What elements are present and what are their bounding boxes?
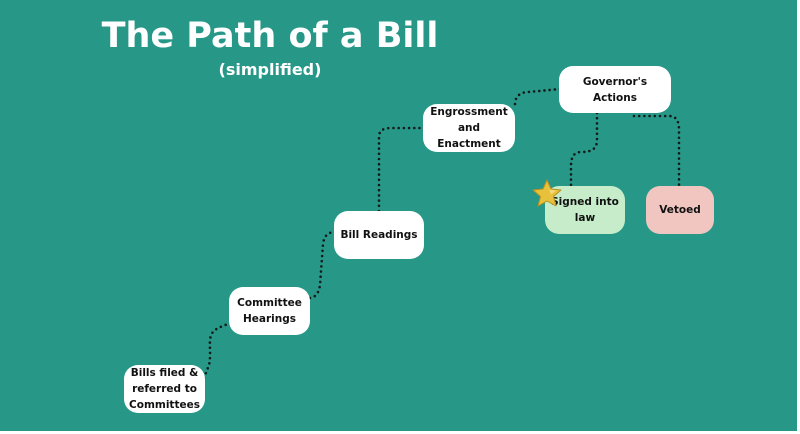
- page-title: The Path of a Bill: [101, 16, 439, 56]
- node-governors-actions: Governor's Actions: [559, 66, 671, 113]
- connector-committee-to-readings: [308, 230, 337, 300]
- connector-readings-to-engross: [377, 126, 425, 213]
- node-bill-readings: Bill Readings: [334, 211, 424, 259]
- connector-engross-to-governor: [513, 87, 562, 106]
- node-bills-filed: Bills filed & referred to Committees: [124, 365, 205, 413]
- node-signed-into-law: Signed into law: [545, 186, 625, 234]
- node-vetoed: Vetoed: [646, 186, 714, 234]
- connector-bills-to-committee: [202, 318, 236, 380]
- page-subtitle: (simplified): [218, 60, 322, 79]
- connector-governor-to-signed: [569, 111, 599, 188]
- node-engrossment-enactment: Engrossment and Enactment: [423, 104, 515, 152]
- node-committee-hearings: Committee Hearings: [229, 287, 310, 335]
- connector-governor-to-vetoed: [632, 114, 681, 188]
- star-icon: [532, 179, 562, 207]
